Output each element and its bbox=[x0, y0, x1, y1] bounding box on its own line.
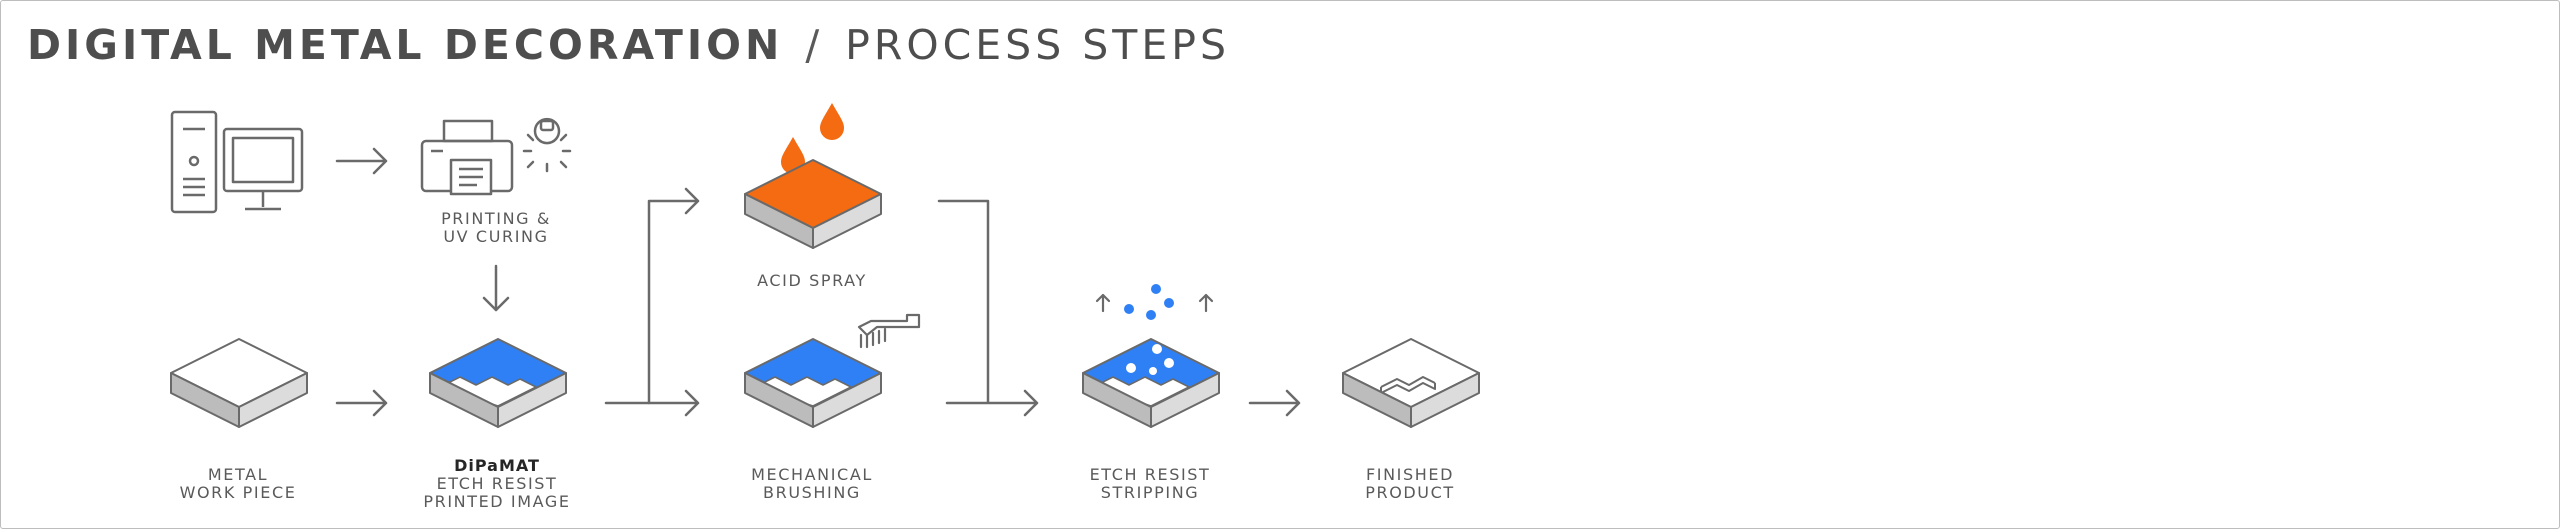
label-line: ACID SPRAY bbox=[757, 271, 867, 290]
title-sub: PROCESS STEPS bbox=[845, 21, 1230, 69]
label-printing-uv-curing: PRINTING & UV CURING bbox=[441, 210, 551, 246]
label-finished-product: FINISHED PRODUCT bbox=[1365, 466, 1455, 502]
title-separator: / bbox=[805, 21, 824, 69]
etch-resist-stripping-slab bbox=[1082, 338, 1220, 428]
title-main: DIGITAL METAL DECORATION bbox=[27, 21, 784, 69]
label-line: UV CURING bbox=[443, 227, 549, 246]
label-line: STRIPPING bbox=[1100, 483, 1200, 502]
label-line: PRINTING & bbox=[441, 209, 551, 228]
label-line: ETCH RESIST bbox=[436, 474, 558, 493]
mechanical-brushing-slab bbox=[744, 338, 882, 428]
label-metal-work-piece: METAL WORK PIECE bbox=[180, 466, 297, 502]
arrow-dipamat-to-acid bbox=[647, 187, 700, 405]
label-dipamat: DiPaMAT ETCH RESIST PRINTED IMAGE bbox=[423, 457, 570, 511]
label-line: METAL bbox=[207, 465, 269, 484]
label-etch-resist-stripping: ETCH RESIST STRIPPING bbox=[1090, 466, 1211, 502]
computer-icon bbox=[170, 110, 304, 214]
printer-icon bbox=[420, 119, 514, 196]
label-line: PRINTED IMAGE bbox=[423, 492, 571, 511]
label-mechanical-brushing: MECHANICAL BRUSHING bbox=[751, 466, 873, 502]
arrow-printer-to-dipamat bbox=[482, 264, 510, 312]
arrow-computer-to-printer bbox=[335, 147, 388, 175]
arrow-dipamat-to-brushing bbox=[604, 389, 700, 417]
flow-arrows bbox=[335, 147, 1301, 417]
dipamat-slab bbox=[429, 338, 567, 428]
arrow-metal-to-dipamat bbox=[335, 389, 388, 417]
page-title: DIGITAL METAL DECORATION / PROCESS STEPS bbox=[27, 21, 1230, 69]
label-line: FINISHED bbox=[1365, 465, 1455, 484]
acid-spray-slab bbox=[744, 159, 882, 249]
metal-work-piece-slab bbox=[170, 338, 308, 428]
uv-lamp-icon bbox=[522, 117, 572, 173]
label-line: PRODUCT bbox=[1365, 483, 1455, 502]
label-line: ETCH RESIST bbox=[1089, 465, 1211, 484]
label-acid-spray: ACID SPRAY bbox=[757, 272, 867, 290]
acid-drop-icon bbox=[781, 103, 844, 174]
brush-icon bbox=[857, 313, 921, 349]
label-line: MECHANICAL bbox=[751, 465, 873, 484]
label-line: BRUSHING bbox=[763, 483, 861, 502]
label-line: WORK PIECE bbox=[179, 483, 297, 502]
particle-icon bbox=[1095, 284, 1214, 320]
dipamat-brand: DiPaMAT bbox=[454, 456, 540, 475]
arrow-to-stripping bbox=[937, 199, 1039, 417]
finished-product-slab bbox=[1342, 338, 1480, 428]
arrow-stripping-to-finished bbox=[1248, 389, 1301, 417]
